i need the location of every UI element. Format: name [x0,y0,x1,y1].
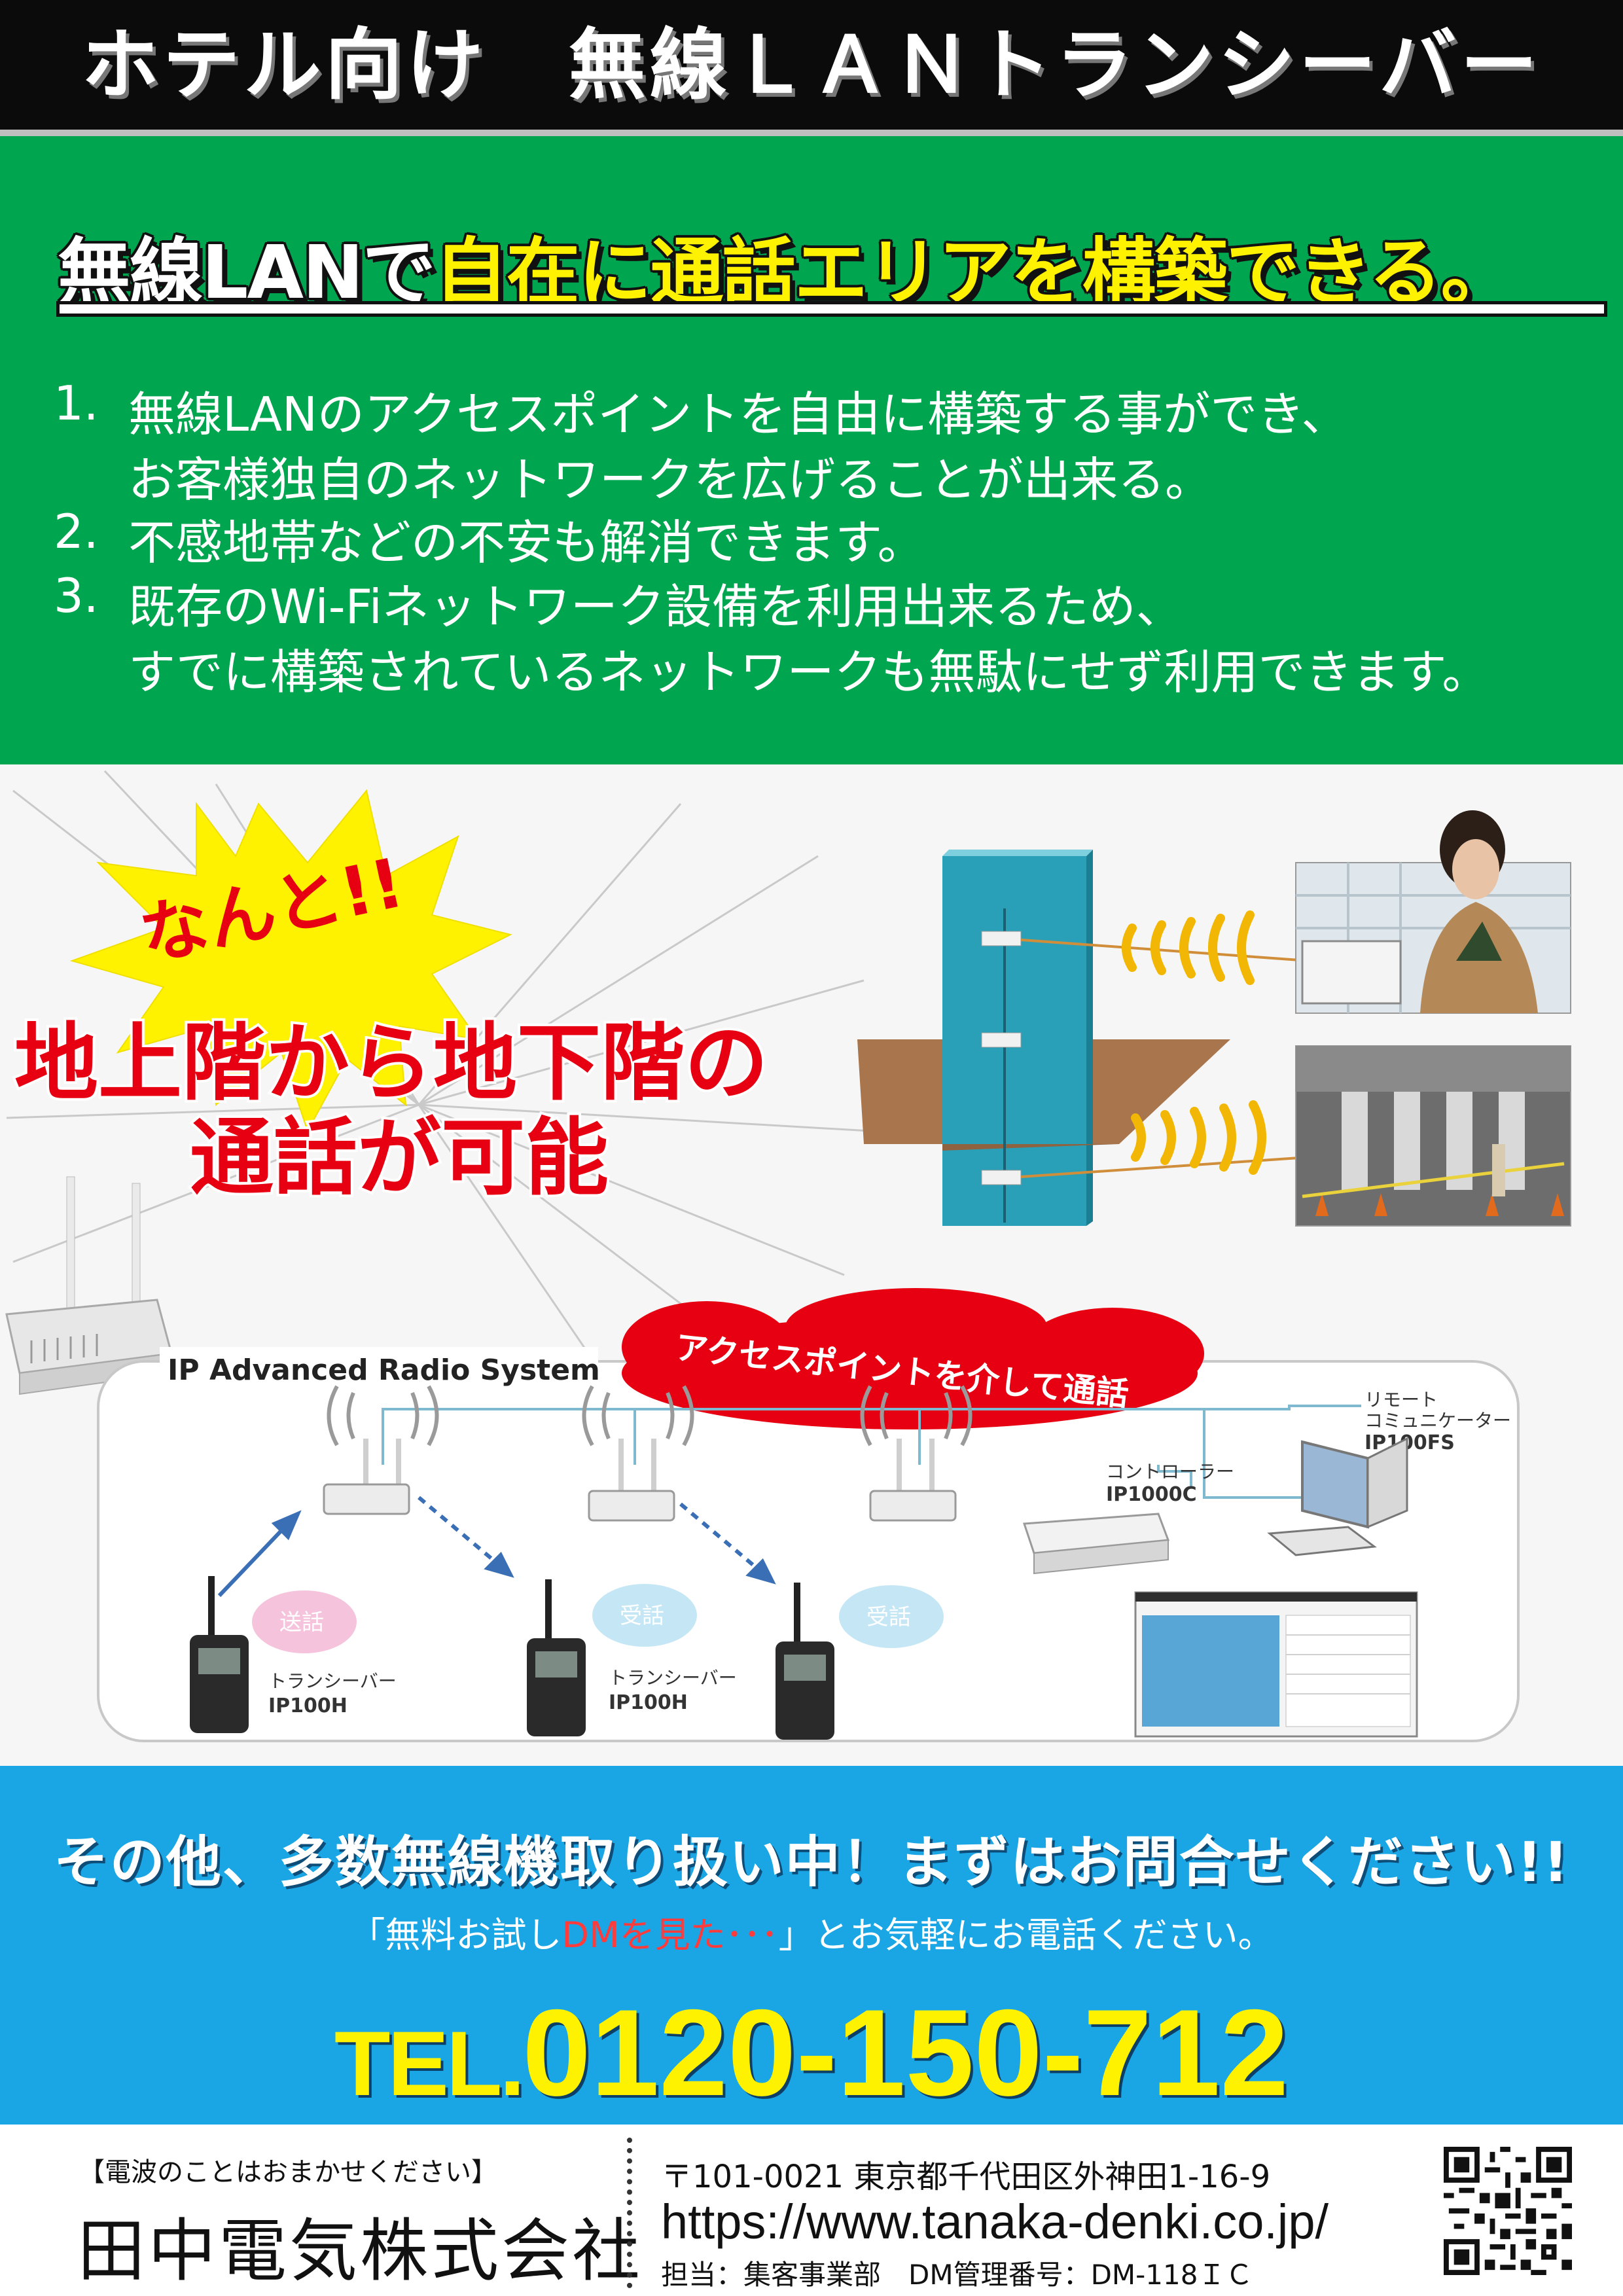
signal-arrows [217,1496,776,1598]
transceiver-1-label: トランシーバー [268,1670,397,1692]
diagram-ap-3 [860,1385,972,1522]
contact-headline: その他、多数無線機取り扱い中！まずはお問合せください!! [53,1830,1570,1894]
remote-label-2: コミュニケーター [1364,1410,1511,1431]
transceiver-1: 送話 トランシーバー IP100H [190,1576,397,1733]
feature-section: 無線LANで自在に通話エリアを構築できる。 1. 無線LANのアクセスポイントを… [0,136,1623,764]
transceiver-3: 受話 [776,1583,944,1740]
network-lines [382,1405,1361,1499]
point-1-number: 1. [54,376,99,431]
contact-subline: 「無料お試しDMを見た･･･」とお気軽にお電話ください。 [0,1906,1623,1958]
qr-code-icon[interactable] [1444,2147,1572,2275]
office-photo [1295,810,1571,1014]
company-url[interactable]: https://www.tanaka-denki.co.jp/ [661,2195,1329,2249]
starburst [69,789,512,1133]
contact-sub-highlight: DMを見た･･･ [562,1914,779,1956]
transceiver-2-model: IP100H [609,1691,688,1714]
parking-garage-photo [1295,1045,1571,1227]
company-address: 〒101-0021 東京都千代田区外神田1-16-9 [661,2159,1271,2195]
contact-section: その他、多数無線機取り扱い中！まずはお問合せください!! 「無料お試しDMを見た… [0,1766,1623,2125]
company-name: 田中電気株式会社 [77,2211,643,2291]
dm-contact-info: 担当：集客事業部 DM管理番号：DM-118ＩＣ [661,2259,1253,2291]
headline-underline [56,301,1607,317]
callout-line-2: 通話が可能 [190,1109,609,1207]
point-1-line-2: お客様独自のネットワークを広げることが出来る。 [128,452,1213,507]
footer-tagline: 【電波のことはおまかせください】 [79,2157,497,2187]
controller-device: コントローラー IP1000C [1022,1461,1234,1575]
software-screenshot [1134,1591,1418,1738]
remote-label-1: リモート [1364,1389,1438,1410]
receive-label-1: 受話 [620,1603,664,1629]
tel-label: TEL. [334,2012,525,2115]
controller-label: コントローラー [1106,1461,1234,1482]
point-3-number: 3. [54,568,99,623]
contact-sub-after: 」とお気軽にお電話ください。 [778,1914,1274,1956]
page-title: ホテル向け 無線ＬＡＮトランシーバー [81,20,1542,110]
diagram-ap-1 [323,1385,439,1515]
contact-sub-before: 「無料お試し [349,1914,562,1956]
remote-model: IP100FS [1364,1431,1455,1454]
point-2-line-1: 不感地帯などの不安も解消できます。 [128,515,925,570]
point-3-line-1: 既存のWi-Fiネットワーク設備を利用出来るため、 [128,579,1183,634]
controller-model: IP1000C [1106,1483,1197,1506]
tel-number[interactable]: 0120-150-712 [522,1984,1289,2121]
transceiver-1-model: IP100H [268,1695,348,1717]
point-3-line-2: すでに構築されているネットワークも無駄にせず利用できます。 [128,645,1489,700]
diagram-ap-2 [582,1385,694,1522]
send-label: 送話 [279,1609,324,1636]
cloud-callout: アクセスポイントを介して通話 [622,1288,1204,1429]
point-2-number: 2. [54,504,99,559]
building-illustration [857,850,1310,1226]
transceiver-2: 受話 トランシーバー IP100H [527,1579,737,1736]
illustration-section: なんと!! 地上階から地下階の 通話が可能 [0,764,1623,1766]
transceiver-2-label: トランシーバー [609,1667,737,1689]
footer-divider [627,2138,632,2288]
receive-label-2: 受話 [866,1604,911,1630]
phone-number[interactable]: TEL.0120-150-712 [0,1982,1623,2123]
diagram-title: IP Advanced Radio System [168,1354,600,1387]
diagram-title-bg [160,1347,598,1386]
illustration-canvas: なんと!! 地上階から地下階の 通話が可能 [0,764,1623,1766]
remote-communicator: リモート コミュニケーター IP100FS [1267,1389,1511,1556]
callout-line-1: 地上階から地下階の [14,1014,768,1112]
point-1-line-1: 無線LANのアクセスポイントを自由に構築する事ができ、 [128,387,1349,442]
header-bar: ホテル向け 無線ＬＡＮトランシーバー [0,0,1623,136]
footer: 【電波のことはおまかせください】 田中電気株式会社 〒101-0021 東京都千… [0,2125,1623,2296]
